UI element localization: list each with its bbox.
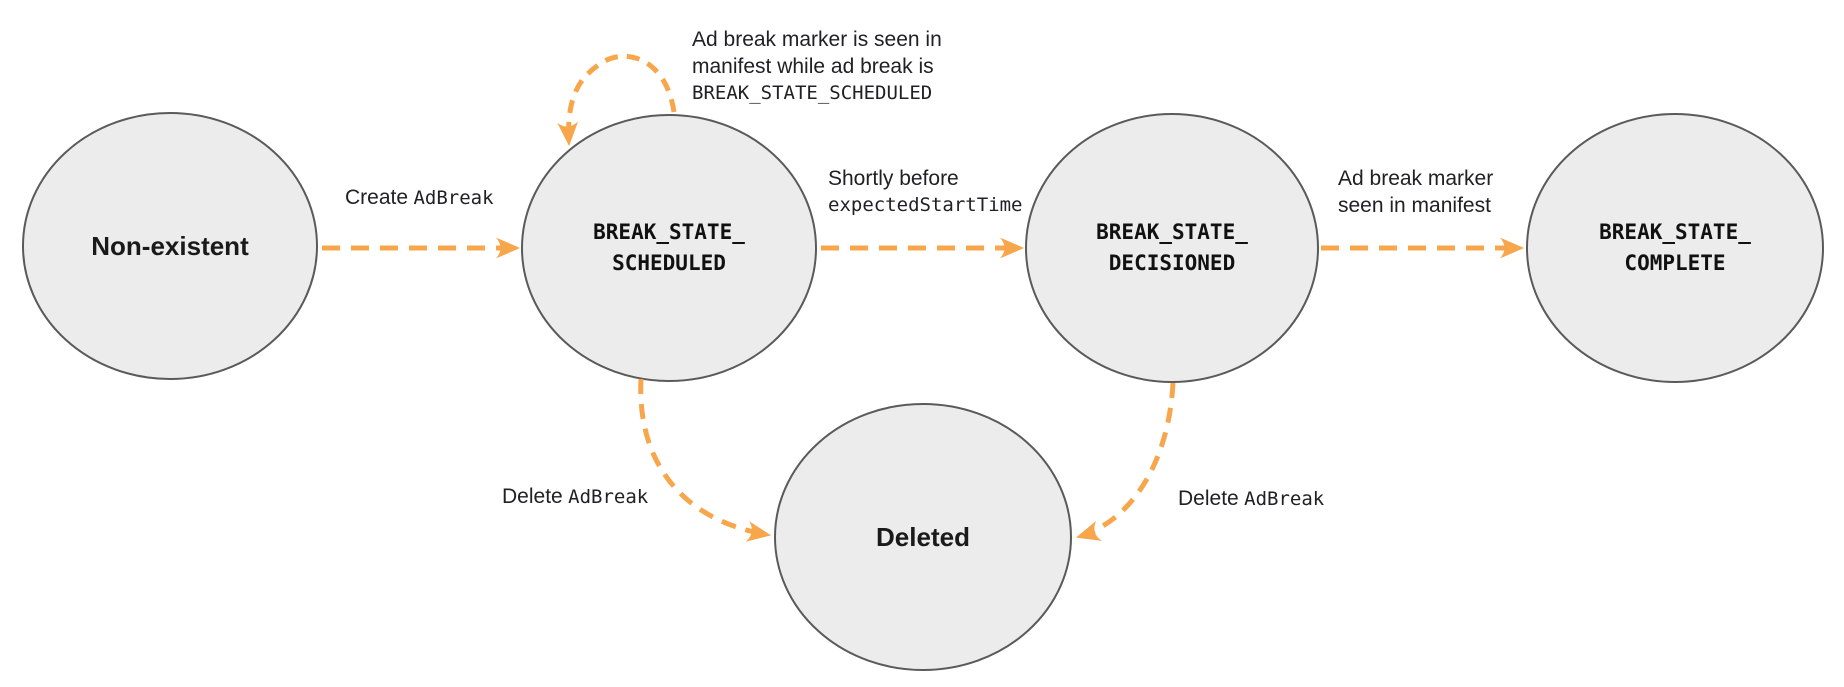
edge-label-text: seen in manifest [1338,194,1491,217]
node-label-line: BREAK_STATE_ [593,220,745,244]
node-ellipse-break-state-decisioned [1025,113,1319,383]
edge-label-text: Ad break marker is seen in [692,28,942,51]
edge-label-code: BREAK_STATE_SCHEDULED [692,82,933,104]
edge-label-text: Create [345,186,409,209]
edge-arrow-decisioned-to-deleted [1076,382,1176,541]
node-label-break-state-decisioned: BREAK_STATE_ DECISIONED [1022,217,1322,279]
edge-label-code: AdBreak [413,187,494,209]
edge-arrow-scheduled-to-deleted [638,378,772,542]
edge-label-marker-seen: Ad break marker seen in manifest [1338,165,1493,219]
edge-label-text: Delete [1178,487,1239,510]
node-ellipse-break-state-complete [1526,113,1824,383]
node-label-line: BREAK_STATE_ [1599,220,1751,244]
edge-label-text: Ad break marker [1338,167,1494,190]
edge-label-code: AdBreak [568,486,649,508]
node-label-line: SCHEDULED [612,251,726,275]
edge-label-shortly-before: Shortly before expectedStartTime [828,165,1022,219]
node-label-line: DECISIONED [1108,251,1236,275]
node-ellipse-deleted [774,403,1072,671]
edge-label-text: Delete [502,485,563,508]
node-label-deleted: Deleted [876,522,970,552]
node-ellipse-non-existent [22,112,318,380]
edge-label-text: Shortly before [828,167,959,190]
node-label-non-existent: Non-existent [91,231,249,261]
edge-label-code: expectedStartTime [828,194,1023,216]
node-label-break-state-scheduled: BREAK_STATE_ SCHEDULED [519,217,819,279]
node-ellipse-break-state-scheduled [521,114,817,382]
node-label-break-state-complete: BREAK_STATE_ COMPLETE [1525,217,1825,279]
edge-label-self-loop: Ad break marker is seen in manifest whil… [692,26,942,107]
edge-label-code: AdBreak [1244,488,1325,510]
node-label-line: COMPLETE [1624,251,1726,275]
edge-arrow-self-loop-scheduled [557,53,677,147]
node-label-line: BREAK_STATE_ [1096,220,1248,244]
edge-label-text: manifest while ad break is [692,55,934,78]
